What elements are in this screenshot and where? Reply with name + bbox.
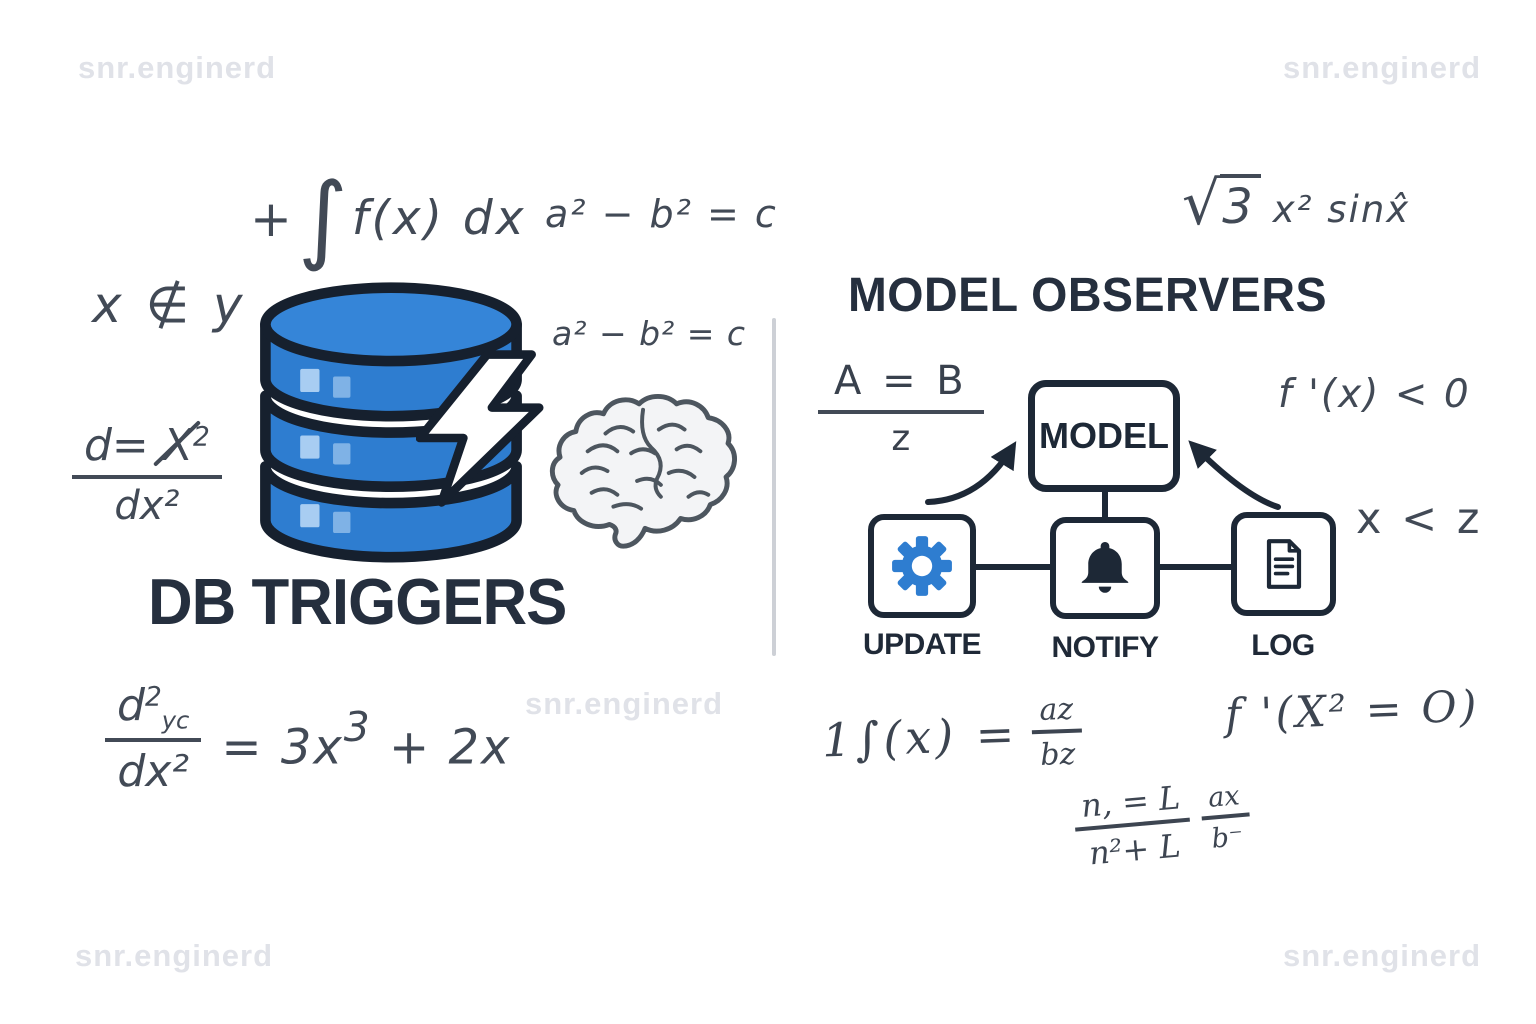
formula-hand-fprime: f '(X² = O) <box>1224 681 1481 741</box>
update-label: UPDATE <box>862 628 982 661</box>
formula-second-derivative: d2yc dx² = 3x3 + 2x <box>105 680 511 797</box>
log-node <box>1231 512 1336 616</box>
second-derivative-rhs: = 3x3 + 2x <box>221 702 512 775</box>
notify-label: NOTIFY <box>1051 631 1160 664</box>
formula-derivative-crossed: d= X2 dx² <box>72 420 222 529</box>
second-derivative-denominator: dx² <box>117 746 189 798</box>
second-derivative-fraction: d2yc dx² <box>105 680 202 798</box>
model-label: MODEL <box>1039 415 1169 456</box>
hand-fraction-main: n, = L n²+ L <box>1071 777 1194 874</box>
formula-inequality: x ∉ y <box>92 276 247 334</box>
watermark: snr.enginerd <box>1283 50 1482 85</box>
formula-sqrt: √ 3 x² sinx̂ <box>1182 174 1410 235</box>
crossed-x: X <box>162 420 193 471</box>
formula-integral-body: f(x) dx <box>351 191 527 247</box>
formula-fprime: f '(x) < 0 <box>1278 372 1471 417</box>
formula-sqrt-rest: x² sinx̂ <box>1272 188 1411 231</box>
right-title: MODEL OBSERVERS <box>848 269 1328 322</box>
document-icon <box>1266 539 1301 589</box>
formula-derivative-denominator: dx² <box>114 483 180 529</box>
formula-integral-plus: + <box>250 189 292 248</box>
bell-icon <box>1081 541 1129 593</box>
center-divider <box>772 318 776 656</box>
hand-fraction-secondary: ax b⁻ <box>1198 779 1252 856</box>
watermark: snr.enginerd <box>525 686 724 721</box>
formula-integral: + ∫ f(x) dx <box>250 162 527 274</box>
formula-a-equals-b: A = B z <box>818 358 984 459</box>
log-label: LOG <box>1251 629 1315 662</box>
ab-numerator: A = B <box>818 358 984 414</box>
gear-icon <box>892 536 952 596</box>
model-node: MODEL <box>1028 380 1180 492</box>
ab-denominator: z <box>891 418 911 459</box>
formula-identity-2: a² − b² = c <box>552 314 747 353</box>
formula-identity-1: a² − b² = c <box>545 192 778 236</box>
database-icon <box>260 282 522 563</box>
watermark: snr.enginerd <box>1283 938 1482 973</box>
lightning-bolt-icon <box>416 350 544 507</box>
formula-derivative-numerator: d= X2 <box>72 420 222 479</box>
left-title: DB TRIGGERS <box>148 565 567 638</box>
hand-integral-fraction: az bz <box>1030 691 1083 773</box>
hand-integral-lhs: 1∫(x) = <box>821 706 1020 768</box>
second-derivative-numerator: d2yc <box>105 680 202 743</box>
formula-x-less-z: x < z <box>1356 494 1483 544</box>
notify-node <box>1050 517 1160 619</box>
radical-sign: √ <box>1182 169 1221 239</box>
formula-hand-fraction: n, = L n²+ L ax b⁻ <box>1071 773 1253 874</box>
diagram-connectors <box>925 440 1281 570</box>
update-node <box>868 514 976 618</box>
watermark: snr.enginerd <box>75 938 274 973</box>
formula-hand-integral: 1∫(x) = az bz <box>821 691 1084 780</box>
watermark: snr.enginerd <box>78 50 277 85</box>
integral-sign: ∫ <box>297 162 348 274</box>
brain-icon <box>549 393 737 549</box>
radicand: 3 <box>1220 174 1261 235</box>
observer-diagram: MODEL <box>840 360 1420 680</box>
